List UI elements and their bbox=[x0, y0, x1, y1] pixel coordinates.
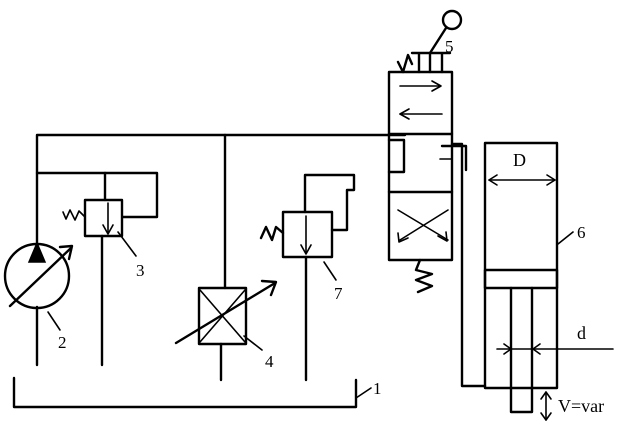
directional-valve-cross-head-b bbox=[437, 231, 448, 242]
tank-label: 1 bbox=[373, 379, 382, 398]
directional-valve-cross-head-a bbox=[397, 232, 409, 243]
tank-leader-line bbox=[355, 387, 372, 399]
pressure-valve-body bbox=[281, 210, 334, 259]
pump-leader-line bbox=[47, 311, 61, 331]
bore-diameter-label: D bbox=[513, 150, 526, 170]
relief-valve-spring-icon bbox=[62, 209, 86, 221]
directional-valve-top-spring-icon bbox=[396, 53, 414, 74]
relief-valve-arrow-icon bbox=[102, 224, 114, 235]
directional-valve-label: 5 bbox=[445, 37, 454, 56]
directional-valve-lever bbox=[428, 26, 448, 55]
throttle-valve: 4 bbox=[174, 279, 278, 371]
cylinder: D d V=var 6 bbox=[450, 141, 614, 421]
cylinder-barrel bbox=[483, 141, 559, 390]
directional-valve-cross-b bbox=[399, 209, 449, 241]
main-pressure-line bbox=[35, 133, 407, 247]
velocity-label: V=var bbox=[558, 396, 604, 416]
bore-arrow-right-icon bbox=[546, 174, 556, 186]
pressure-valve-spring-icon bbox=[259, 225, 285, 242]
throttle-arrow-head-icon bbox=[260, 279, 278, 297]
pump-variable-arrow-icon bbox=[8, 246, 73, 308]
pressure-valve: 7 bbox=[259, 173, 356, 382]
rod-diameter-label: d bbox=[577, 323, 586, 343]
pressure-valve-label: 7 bbox=[334, 284, 343, 303]
cylinder-label: 6 bbox=[577, 223, 586, 242]
cylinder-feed-line bbox=[450, 142, 487, 388]
relief-branch-line bbox=[35, 171, 159, 219]
throttle-label: 4 bbox=[265, 352, 274, 371]
directional-valve-knob-icon bbox=[441, 9, 463, 31]
relief-valve-body bbox=[83, 198, 124, 238]
rod-arrow-left-icon bbox=[503, 343, 512, 355]
relief-valve-label: 3 bbox=[136, 261, 145, 280]
bore-arrow-left-icon bbox=[488, 174, 498, 186]
relief-valve-leader-line bbox=[117, 231, 137, 257]
directional-valve-body bbox=[387, 70, 454, 262]
relief-valve: 3 bbox=[62, 198, 145, 280]
tank: 1 bbox=[12, 376, 382, 409]
directional-valve: 5 bbox=[387, 9, 468, 294]
directional-valve-arrow-right-head bbox=[431, 80, 442, 92]
cylinder-leader-line bbox=[557, 231, 574, 245]
directional-valve-actuator bbox=[410, 51, 452, 74]
directional-valve-port-block bbox=[387, 138, 406, 174]
pressure-lines bbox=[35, 133, 407, 382]
directional-valve-bottom-spring-icon bbox=[414, 258, 434, 294]
directional-valve-arrow-left-head bbox=[399, 108, 410, 120]
cylinder-rod bbox=[509, 286, 534, 414]
directional-valve-blocked-port bbox=[440, 144, 468, 172]
cylinder-piston bbox=[483, 268, 559, 290]
tank-outline bbox=[12, 376, 358, 409]
throttle-body bbox=[197, 286, 248, 346]
throttle-leader-line bbox=[243, 335, 263, 351]
pressure-valve-arrow-icon bbox=[300, 244, 312, 255]
pump-arrow-head-icon bbox=[58, 244, 74, 261]
pressure-valve-leader-line bbox=[323, 261, 337, 281]
pump: 2 bbox=[3, 241, 74, 352]
throttle-adjust-arrow-icon bbox=[174, 281, 277, 345]
velocity-arrow-icon bbox=[540, 391, 552, 421]
pump-direction-icon bbox=[27, 241, 47, 263]
rod-arrow-right-icon bbox=[532, 343, 541, 355]
pump-label: 2 bbox=[58, 333, 67, 352]
pressure-valve-pilot-line bbox=[303, 173, 356, 232]
